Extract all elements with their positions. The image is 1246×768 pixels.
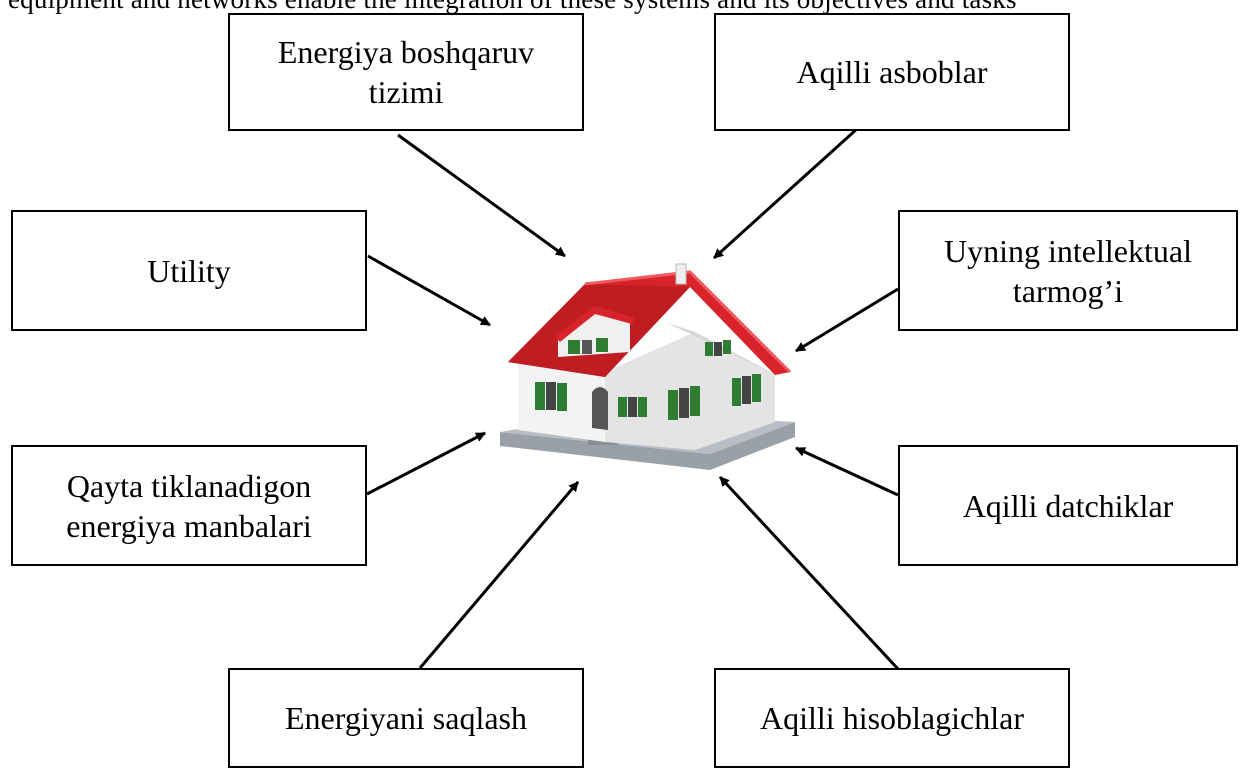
- box-renewable-energy-sources: Qayta tiklanadigon energiya manbalari: [11, 445, 367, 566]
- box-smart-sensors: Aqilli datchiklar: [898, 445, 1238, 566]
- box-home-intelligent-network: Uyning intellektual tarmog’i: [898, 210, 1238, 331]
- arrow-utility: [367, 254, 491, 327]
- box-label: Qayta tiklanadigon energiya manbalari: [66, 467, 312, 544]
- box-smart-meters: Aqilli hisoblagichlar: [714, 668, 1070, 768]
- arrow-smart-sensors: [795, 446, 899, 497]
- arrow-renewables: [366, 431, 486, 496]
- box-label: Aqilli datchiklar: [962, 487, 1174, 524]
- arrow-energy-mgmt: [397, 133, 566, 258]
- arrow-home-network: [795, 287, 899, 353]
- box-label: Aqilli hisoblagichlar: [760, 700, 1024, 736]
- arrow-smart-appliances: [712, 126, 860, 260]
- box-label: Uyning intellektual tarmog’i: [944, 232, 1192, 309]
- box-label: Energiyani saqlash: [284, 700, 527, 736]
- arrow-smart-meters: [718, 475, 900, 671]
- cut-off-text: equipment and networks enable the integr…: [8, 0, 1017, 15]
- box-energy-storage: Energiyani saqlash: [228, 668, 584, 768]
- cut-off-text-line: equipment and networks enable the integr…: [0, 0, 1246, 22]
- box-utility: Utility: [11, 210, 367, 331]
- box-energy-management-system: Energiya boshqaruv tizimi: [228, 13, 584, 131]
- box-label: Utility: [147, 252, 231, 289]
- box-label: Aqilli asboblar: [796, 54, 988, 90]
- box-smart-appliances: Aqilli asboblar: [714, 13, 1070, 131]
- house-icon: [500, 263, 795, 470]
- arrow-energy-storage: [418, 481, 580, 669]
- box-label: Energiya boshqaruv tizimi: [277, 34, 535, 110]
